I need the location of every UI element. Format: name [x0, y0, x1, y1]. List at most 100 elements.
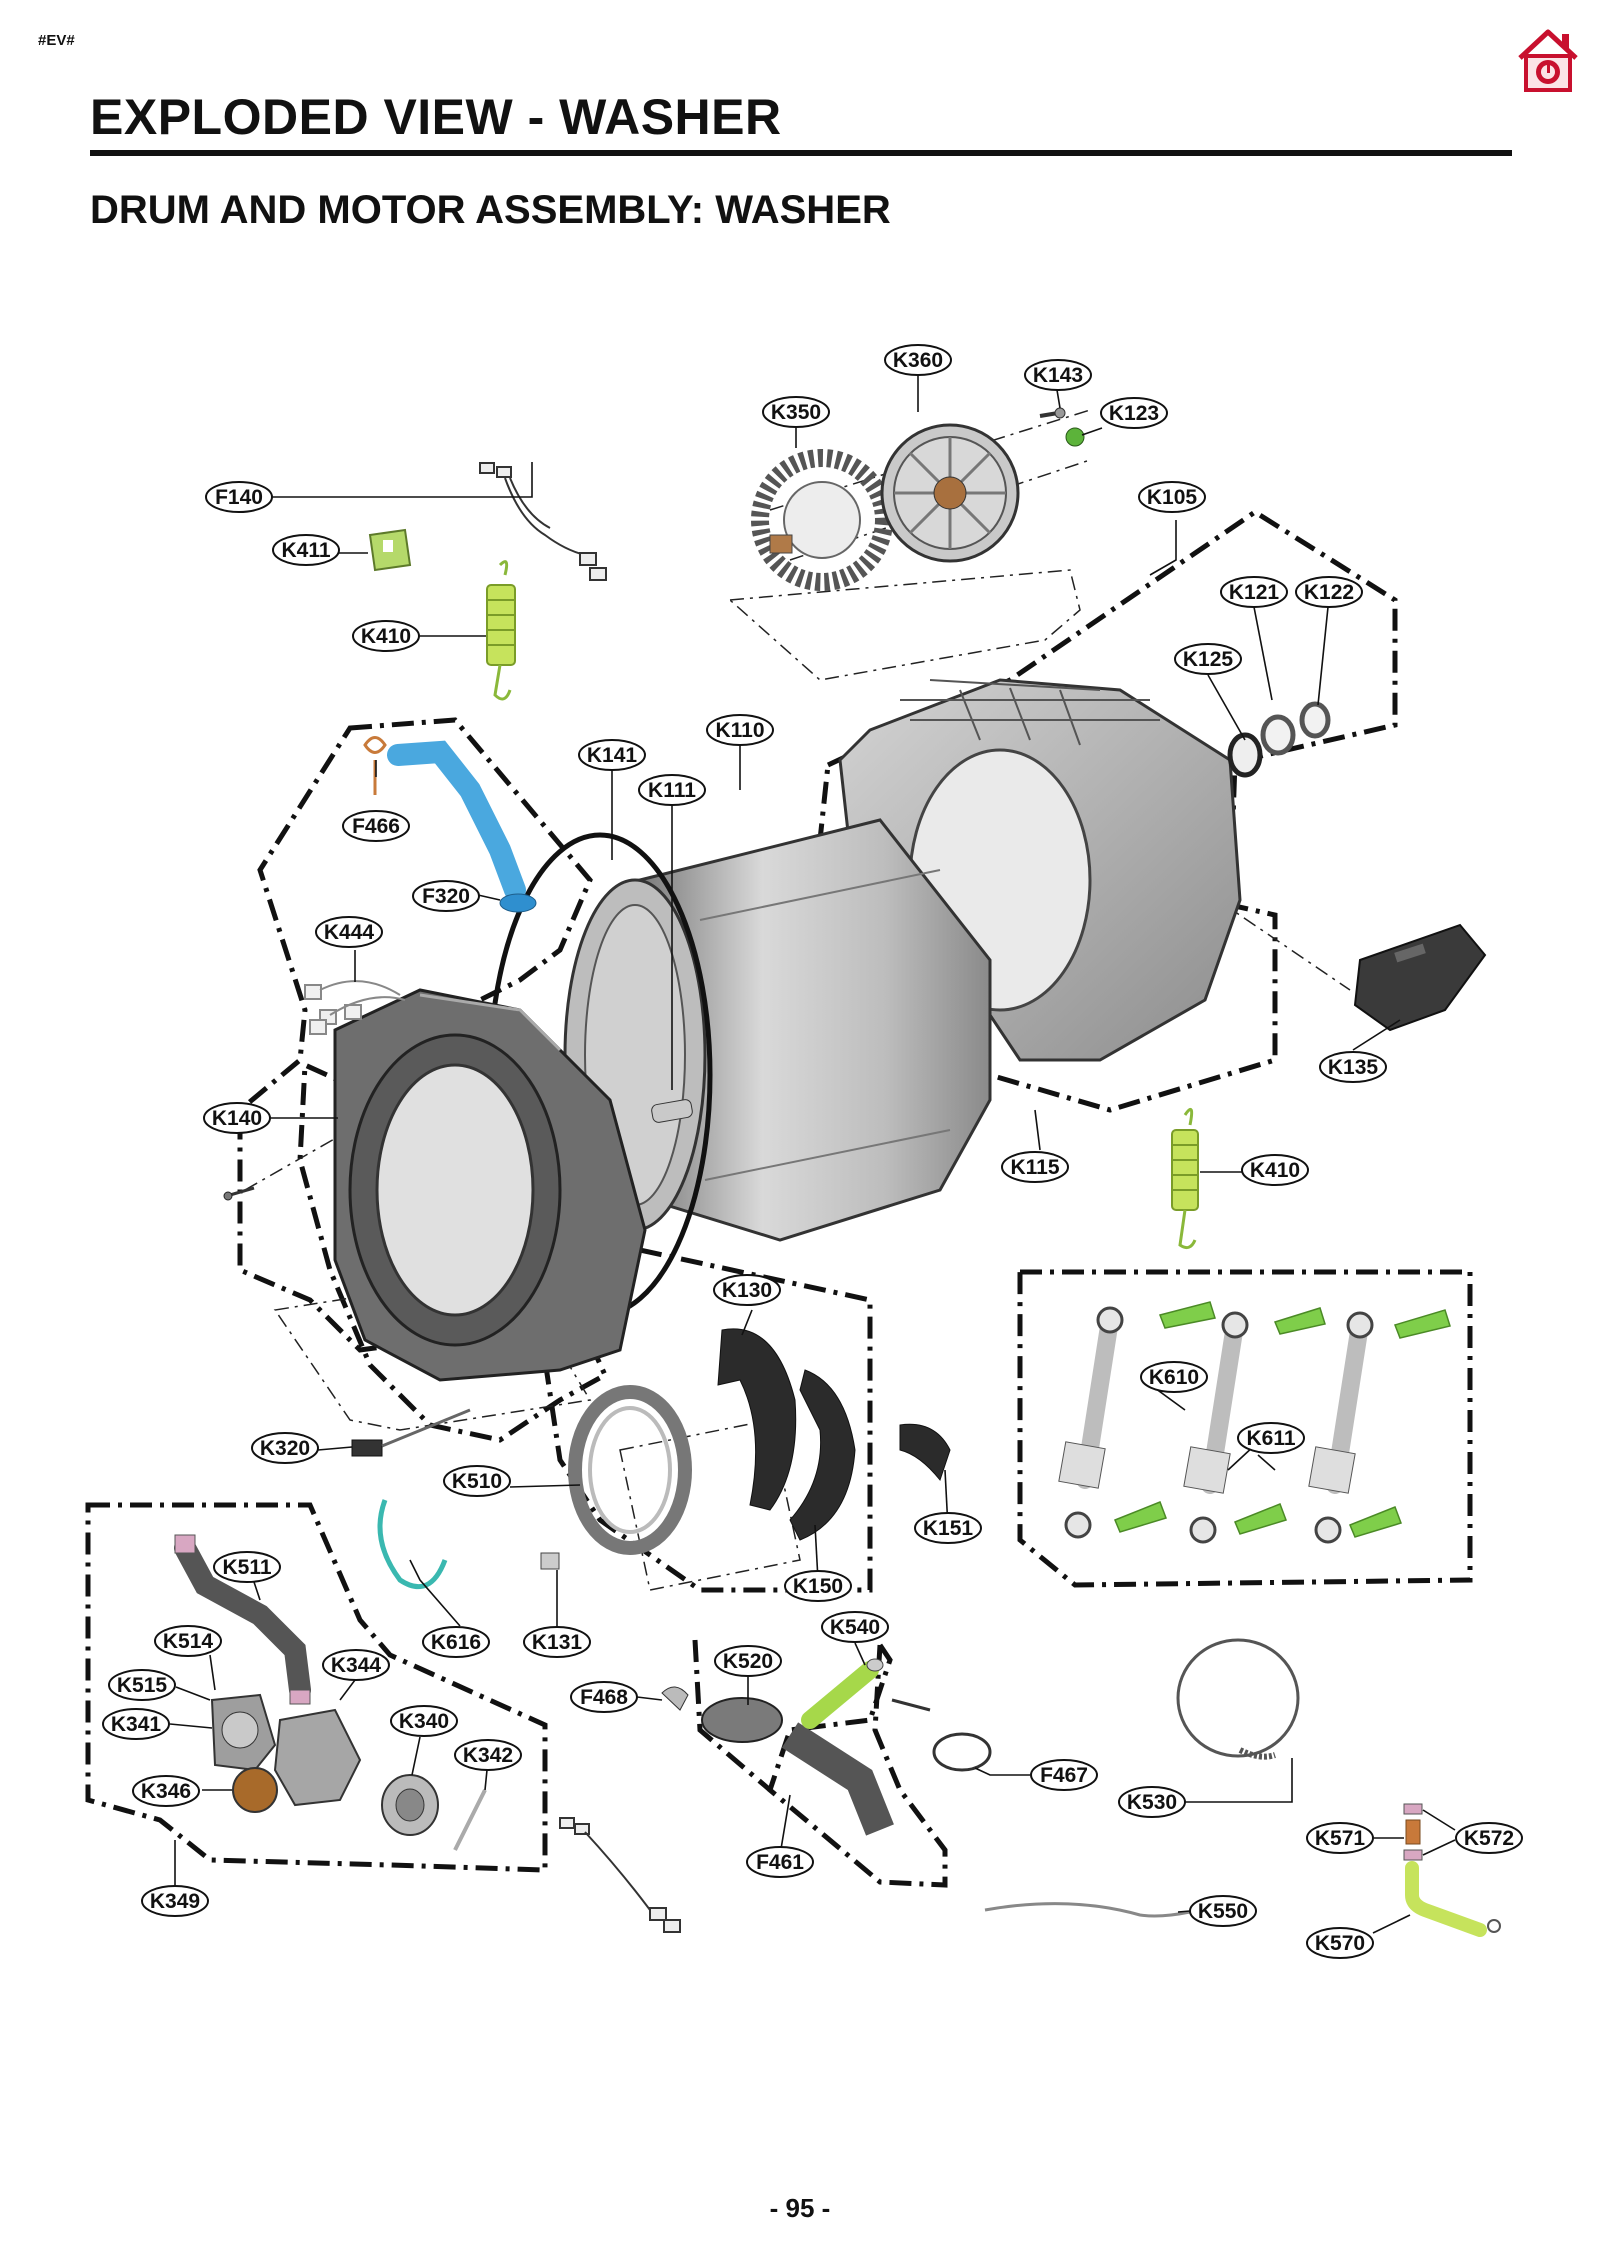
callout-k570: K570 — [1306, 1927, 1374, 1959]
svg-text:F466: F466 — [352, 815, 400, 838]
svg-text:K514: K514 — [163, 1630, 214, 1653]
weight-pad-part — [1353, 923, 1487, 1032]
callout-k410-top: K410 — [352, 620, 420, 652]
damper-bracket-k130-part — [717, 1328, 797, 1511]
heater-k320-part — [351, 1408, 471, 1457]
drum-part — [563, 818, 992, 1242]
svg-text:F468: F468 — [580, 1686, 628, 1709]
callout-k115: K115 — [1001, 1151, 1069, 1183]
callout-k410-right: K410 — [1241, 1154, 1309, 1186]
drain-hose-group-outline — [692, 1639, 948, 1888]
svg-text:K511: K511 — [222, 1556, 271, 1579]
svg-text:K349: K349 — [150, 1890, 200, 1913]
svg-text:K135: K135 — [1328, 1056, 1379, 1079]
front-tub-part — [333, 988, 647, 1382]
callout-k444: K444 — [315, 916, 383, 948]
hose-clamp-f466-part — [363, 736, 387, 795]
callout-k350: K350 — [762, 396, 830, 428]
damper-group-outline — [542, 1247, 873, 1593]
bellows-hose-f320-part — [387, 740, 537, 913]
svg-text:K530: K530 — [1127, 1791, 1177, 1814]
callout-k530: K530 — [1118, 1786, 1186, 1818]
callout-k344: K344 — [322, 1649, 390, 1681]
svg-text:K410: K410 — [1250, 1159, 1300, 1182]
shock-absorber-parts — [1058, 1301, 1451, 1544]
svg-text:K344: K344 — [331, 1654, 382, 1677]
page-number: - 95 - — [769, 2193, 831, 2223]
svg-text:K121: K121 — [1229, 581, 1280, 604]
callout-f468: F468 — [570, 1681, 638, 1713]
lg-home-logo-icon — [1518, 29, 1578, 92]
svg-text:K570: K570 — [1315, 1932, 1365, 1955]
bolt-k131-part — [540, 1552, 560, 1570]
svg-text:K410: K410 — [361, 625, 411, 648]
bracket-k411-part — [368, 528, 412, 572]
svg-text:K342: K342 — [463, 1744, 513, 1767]
callout-k141: K141 — [578, 739, 646, 771]
svg-text:K151: K151 — [923, 1517, 974, 1540]
svg-text:K444: K444 — [324, 921, 375, 944]
callout-f466: F466 — [342, 810, 410, 842]
svg-text:K610: K610 — [1149, 1366, 1199, 1389]
callout-k550: K550 — [1189, 1895, 1257, 1927]
stator-part — [751, 449, 893, 591]
svg-text:K123: K123 — [1109, 402, 1159, 425]
callout-k111: K111 — [638, 774, 706, 806]
bearing-small-part — [1299, 701, 1331, 739]
page-code-tag: #EV# — [38, 32, 75, 49]
callout-f461: F461 — [746, 1846, 814, 1878]
shock-absorber-middle — [1183, 1311, 1249, 1544]
callout-f140: F140 — [205, 481, 273, 513]
pump-housing-k341-part — [210, 1693, 277, 1772]
leader-lines — [169, 375, 1456, 1934]
clamp-f467-part — [891, 1698, 992, 1772]
callout-k143: K143 — [1024, 359, 1092, 391]
shock-absorber-right — [1308, 1311, 1374, 1544]
svg-text:K360: K360 — [893, 349, 943, 372]
callout-k520: K520 — [714, 1645, 782, 1677]
svg-text:K140: K140 — [212, 1107, 262, 1130]
damper-bracket-k150-part — [789, 1369, 856, 1541]
spring-k410-top-part — [486, 560, 516, 701]
callout-k540: K540 — [821, 1611, 889, 1643]
callout-k131: K131 — [523, 1626, 591, 1658]
harness-f140-part — [479, 462, 607, 581]
clamp-f468-part — [661, 1686, 689, 1711]
tub-front-group-outline — [237, 717, 609, 1443]
callout-k151: K151 — [914, 1512, 982, 1544]
svg-text:K540: K540 — [830, 1616, 880, 1639]
svg-text:F140: F140 — [215, 486, 263, 509]
svg-text:K572: K572 — [1464, 1827, 1514, 1850]
svg-text:K143: K143 — [1033, 364, 1083, 387]
rotor-bolt-part — [1039, 407, 1066, 419]
svg-text:K510: K510 — [452, 1470, 502, 1493]
callout-k510: K510 — [443, 1465, 511, 1497]
callout-k515: K515 — [108, 1669, 176, 1701]
callout-k611: K611 — [1237, 1422, 1305, 1454]
callout-labels: K360 K143 K350 K123 F140 K105 K411 K121 … — [102, 344, 1523, 1959]
callout-k511: K511 — [213, 1551, 281, 1583]
svg-text:K115: K115 — [1010, 1156, 1059, 1179]
callout-k349: K349 — [141, 1885, 209, 1917]
rotor-part — [880, 423, 1020, 563]
wire-k550-part — [984, 1902, 1191, 1918]
svg-text:K111: K111 — [648, 779, 696, 802]
svg-text:K411: K411 — [281, 539, 330, 562]
rear-tub-part — [838, 678, 1242, 1062]
callout-k342: K342 — [454, 1739, 522, 1771]
bearing-large-part — [1260, 714, 1296, 756]
callout-k572: K572 — [1455, 1822, 1523, 1854]
svg-text:K515: K515 — [117, 1674, 168, 1697]
callout-k130: K130 — [713, 1274, 781, 1306]
svg-text:K141: K141 — [587, 744, 638, 767]
harness-lower-part — [559, 1817, 681, 1933]
svg-text:K122: K122 — [1304, 581, 1354, 604]
shock-absorber-left — [1058, 1306, 1124, 1539]
damper-bracket-k151-part — [899, 1423, 951, 1482]
filter-k340-part — [381, 1774, 439, 1836]
drain-hose-k511-part — [174, 1534, 311, 1705]
callout-f320: F320 — [412, 880, 480, 912]
wire-harness-k444-part — [304, 980, 406, 1035]
svg-text:F467: F467 — [1040, 1764, 1088, 1787]
